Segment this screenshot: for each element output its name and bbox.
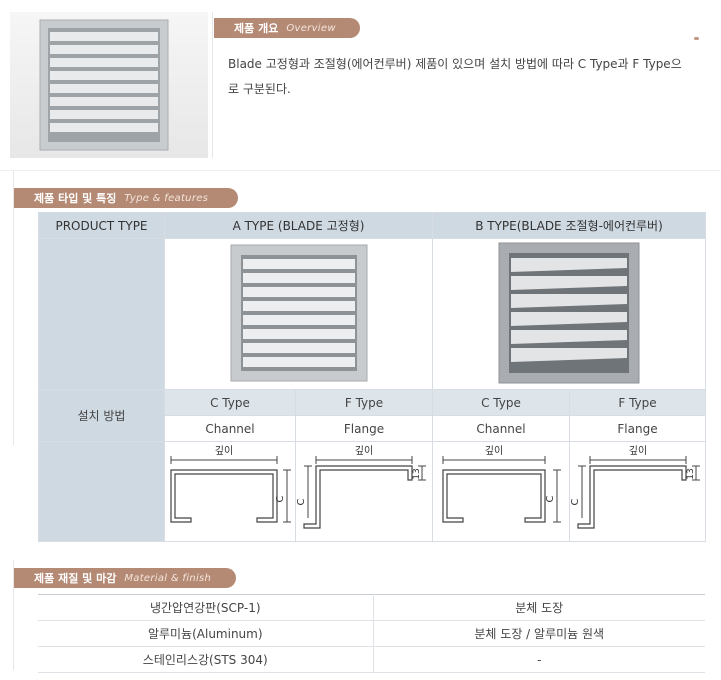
overview-title-en: Overview [286, 22, 336, 34]
louver-image-thumb [39, 19, 169, 151]
depth-label: 깊이 [355, 445, 373, 457]
header-a-type: A TYPE (BLADE 고정형) [164, 212, 433, 239]
a-type-photo [164, 238, 433, 390]
section-divider [0, 170, 721, 171]
col2-method: Flange [295, 415, 433, 442]
divider-line [212, 12, 213, 158]
table-row: 냉간압연강판(SCP-1) 분체 도장 [38, 594, 705, 621]
c-label: C [545, 495, 556, 502]
materials-title-ko: 제품 재질 및 마감 [34, 572, 117, 585]
flange-diagram-2: 깊이 C 13 [569, 441, 706, 542]
depth-label: 깊이 [629, 445, 647, 457]
material-cell: 알루미늄(Aluminum) [38, 620, 374, 647]
thirteen-label: 13 [686, 468, 696, 479]
materials-title: 제품 재질 및 마감 Material & finish [14, 568, 236, 588]
finish-cell: 분체 도장 / 알루미늄 원색 [373, 620, 705, 647]
side-blank-diagram [38, 441, 165, 542]
channel-profile-diagram: 깊이 C [442, 445, 561, 523]
material-finish-table: 냉간압연강판(SCP-1) 분체 도장 알루미늄(Aluminum) 분체 도장… [38, 594, 705, 673]
col4-method: Flange [569, 415, 706, 442]
col2-type: F Type [295, 389, 433, 416]
channel-diagram-2: 깊이 C [432, 441, 570, 542]
types-title-en: Type & features [124, 192, 209, 204]
overview-description: Blade 고정형과 조절형(에어컨루버) 제품이 있으며 설치 방법에 따라 … [228, 57, 682, 96]
material-cell: 스테인리스강(STS 304) [38, 646, 374, 673]
install-method-label: 설치 방법 [38, 389, 165, 442]
overview-title-ko: 제품 개요 [234, 22, 279, 35]
types-title-ko: 제품 타입 및 특징 [34, 192, 117, 205]
header-b-type: B TYPE(BLADE 조절형-에어컨루버) [432, 212, 706, 239]
depth-label: 깊이 [215, 445, 233, 457]
b-type-photo [432, 238, 706, 390]
flange-profile-diagram: 깊이 C 13 [570, 445, 700, 529]
col1-type: C Type [164, 389, 296, 416]
side-blank-photo [38, 238, 165, 390]
col3-type: C Type [432, 389, 570, 416]
channel-profile-diagram: 깊이 C [170, 445, 291, 523]
product-type-table: PRODUCT TYPE A TYPE (BLADE 고정형) B TYPE(B… [38, 212, 706, 542]
c-label: C [570, 498, 581, 505]
left-guide-line [13, 170, 14, 445]
flange-diagram-1: 깊이 C 13 [295, 441, 433, 542]
dot-icon [694, 37, 699, 40]
adjustable-blade-louver-image [498, 242, 640, 383]
depth-label: 깊이 [485, 445, 503, 457]
col3-method: Channel [432, 415, 570, 442]
c-label: C [296, 498, 307, 505]
material-cell: 냉간압연강판(SCP-1) [38, 594, 374, 621]
table-row: 알루미늄(Aluminum) 분체 도장 / 알루미늄 원색 [38, 620, 705, 647]
channel-diagram-1: 깊이 C [164, 441, 296, 542]
table-row: 스테인리스강(STS 304) - [38, 646, 705, 673]
c-label: C [275, 495, 286, 502]
finish-cell: 분체 도장 [373, 594, 705, 621]
overview-title: 제품 개요 Overview [214, 18, 360, 38]
col1-method: Channel [164, 415, 296, 442]
left-guide-line-2 [13, 560, 14, 670]
product-thumbnail [10, 12, 208, 158]
header-product-type: PRODUCT TYPE [38, 212, 165, 239]
flange-profile-diagram: 깊이 C 13 [296, 445, 426, 529]
fixed-blade-louver-image [230, 244, 367, 381]
thirteen-label: 13 [412, 468, 422, 479]
materials-title-en: Material & finish [124, 572, 212, 584]
col4-type: F Type [569, 389, 706, 416]
finish-cell: - [373, 646, 705, 673]
types-title: 제품 타입 및 특징 Type & features [14, 188, 238, 208]
